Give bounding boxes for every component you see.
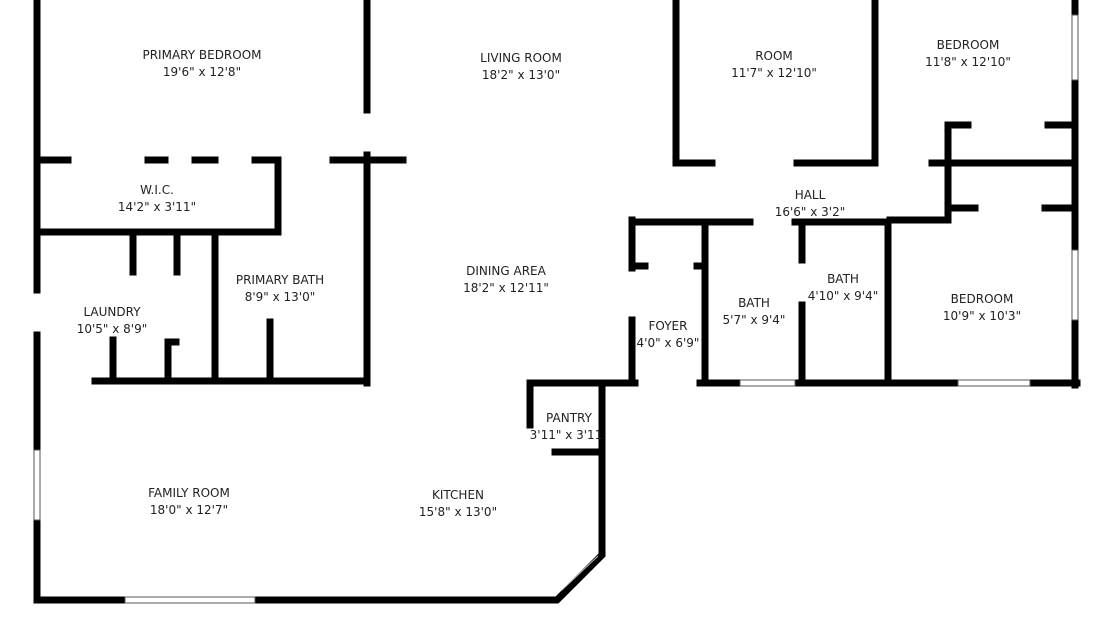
room-label-text: FOYER: [649, 319, 688, 333]
room-bedroom-2: BEDROOM 10'9" x 10'3": [943, 292, 1021, 323]
room-living-room: LIVING ROOM 18'2" x 13'0": [480, 51, 562, 82]
room-label-text: 11'8" x 12'10": [925, 55, 1011, 69]
room-pantry: PANTRY 3'11" x 3'11: [530, 411, 603, 442]
room-label-text: 11'7" x 12'10": [731, 66, 817, 80]
room-primary-bedroom: PRIMARY BEDROOM 19'6" x 12'8": [142, 48, 261, 79]
room-family-room: FAMILY ROOM 18'0" x 12'7": [148, 486, 230, 517]
room-label-text: BATH: [827, 272, 859, 286]
room-bath-2: BATH 4'10" x 9'4": [808, 272, 879, 303]
room-label-text: DINING AREA: [466, 264, 547, 278]
room-room: ROOM 11'7" x 12'10": [731, 49, 817, 80]
room-label-text: 10'5" x 8'9": [77, 322, 148, 336]
room-label-text: 18'2" x 12'11": [463, 281, 549, 295]
room-label-text: BATH: [738, 296, 770, 310]
room-wic: W.I.C. 14'2" x 3'11": [118, 183, 196, 214]
room-label-text: 4'0" x 6'9": [637, 336, 700, 350]
room-label-text: 14'2" x 3'11": [118, 200, 196, 214]
room-label-text: KITCHEN: [432, 488, 484, 502]
room-label-text: HALL: [795, 188, 826, 202]
room-label-text: 15'8" x 13'0": [419, 505, 497, 519]
room-label-text: PANTRY: [546, 411, 593, 425]
room-label-text: 4'10" x 9'4": [808, 289, 879, 303]
room-label-text: 10'9" x 10'3": [943, 309, 1021, 323]
room-label-text: FAMILY ROOM: [148, 486, 230, 500]
room-dining-area: DINING AREA 18'2" x 12'11": [463, 264, 549, 295]
room-label-text: BEDROOM: [937, 38, 1000, 52]
room-label-text: W.I.C.: [140, 183, 174, 197]
room-label-text: 8'9" x 13'0": [245, 290, 316, 304]
room-label-text: PRIMARY BATH: [236, 273, 324, 287]
room-label-text: 5'7" x 9'4": [723, 313, 786, 327]
room-label-text: 18'0" x 12'7": [150, 503, 228, 517]
room-bath-1: BATH 5'7" x 9'4": [723, 296, 786, 327]
room-label-text: 3'11" x 3'11: [530, 428, 603, 442]
room-label-text: LAUNDRY: [83, 305, 141, 319]
room-hall: HALL 16'6" x 3'2": [775, 188, 846, 219]
room-labels: PRIMARY BEDROOM 19'6" x 12'8" LIVING ROOM…: [77, 38, 1021, 519]
room-kitchen: KITCHEN 15'8" x 13'0": [419, 488, 497, 519]
room-label-text: 16'6" x 3'2": [775, 205, 846, 219]
room-label-text: 18'2" x 13'0": [482, 68, 560, 82]
room-label-text: BEDROOM: [951, 292, 1014, 306]
room-label-text: PRIMARY BEDROOM: [142, 48, 261, 62]
walls: [33, 0, 1081, 604]
room-bedroom-1: BEDROOM 11'8" x 12'10": [925, 38, 1011, 69]
room-label-text: 19'6" x 12'8": [163, 65, 241, 79]
windows: [33, 14, 1079, 604]
room-foyer: FOYER 4'0" x 6'9": [637, 319, 700, 350]
room-laundry: LAUNDRY 10'5" x 8'9": [77, 305, 148, 336]
room-label-text: LIVING ROOM: [480, 51, 562, 65]
room-label-text: ROOM: [755, 49, 793, 63]
room-primary-bath: PRIMARY BATH 8'9" x 13'0": [236, 273, 324, 304]
